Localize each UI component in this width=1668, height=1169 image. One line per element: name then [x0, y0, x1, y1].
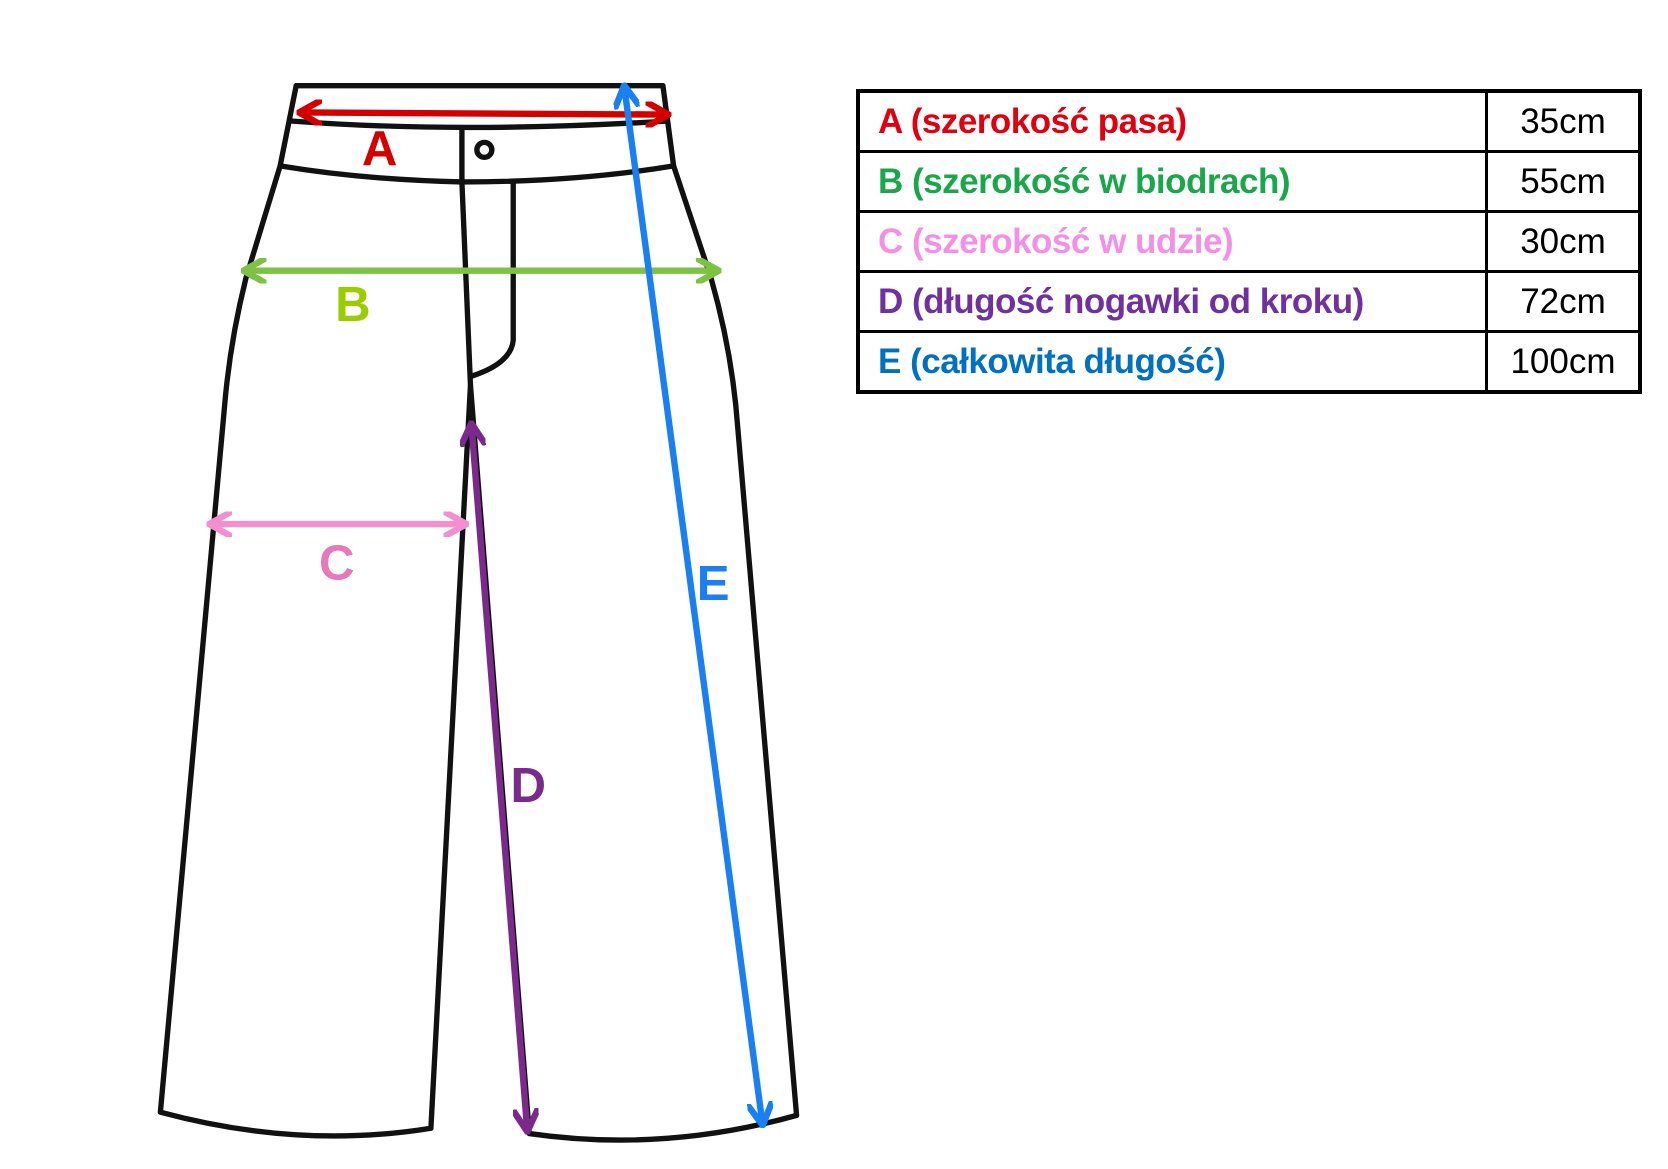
pants-outline: [157, 83, 800, 1143]
row-name: A (szerokość pasa): [856, 89, 1488, 153]
label-c: C: [319, 536, 355, 591]
arrow-e: [624, 88, 762, 1123]
label-b: B: [335, 277, 371, 332]
row-value: 35cm: [1485, 89, 1642, 153]
row-name: B (szerokość w biodrach): [856, 150, 1488, 213]
table-row: D (długość nogawki od kroku)72cm: [856, 270, 1642, 333]
table-row: E (całkowita długość)100cm: [856, 330, 1642, 394]
row-value: 100cm: [1485, 330, 1642, 394]
label-d: D: [510, 758, 546, 813]
row-name: E (całkowita długość): [856, 330, 1488, 394]
button-icon: [474, 139, 495, 161]
label-a: A: [362, 121, 398, 176]
row-name: C (szerokość w udzie): [856, 210, 1488, 273]
table-row: A (szerokość pasa)35cm: [856, 89, 1642, 153]
row-value: 72cm: [1485, 270, 1642, 333]
arrow-d: [472, 426, 528, 1130]
label-e: E: [697, 556, 730, 611]
table-row: C (szerokość w udzie)30cm: [856, 210, 1642, 273]
table-row: B (szerokość w biodrach)55cm: [856, 150, 1642, 213]
measurements-table: A (szerokość pasa)35cm B (szerokość w bi…: [856, 89, 1642, 394]
row-name: D (długość nogawki od kroku): [856, 270, 1488, 333]
row-value: 55cm: [1485, 150, 1642, 213]
row-value: 30cm: [1485, 210, 1642, 273]
arrow-a: [302, 112, 667, 114]
